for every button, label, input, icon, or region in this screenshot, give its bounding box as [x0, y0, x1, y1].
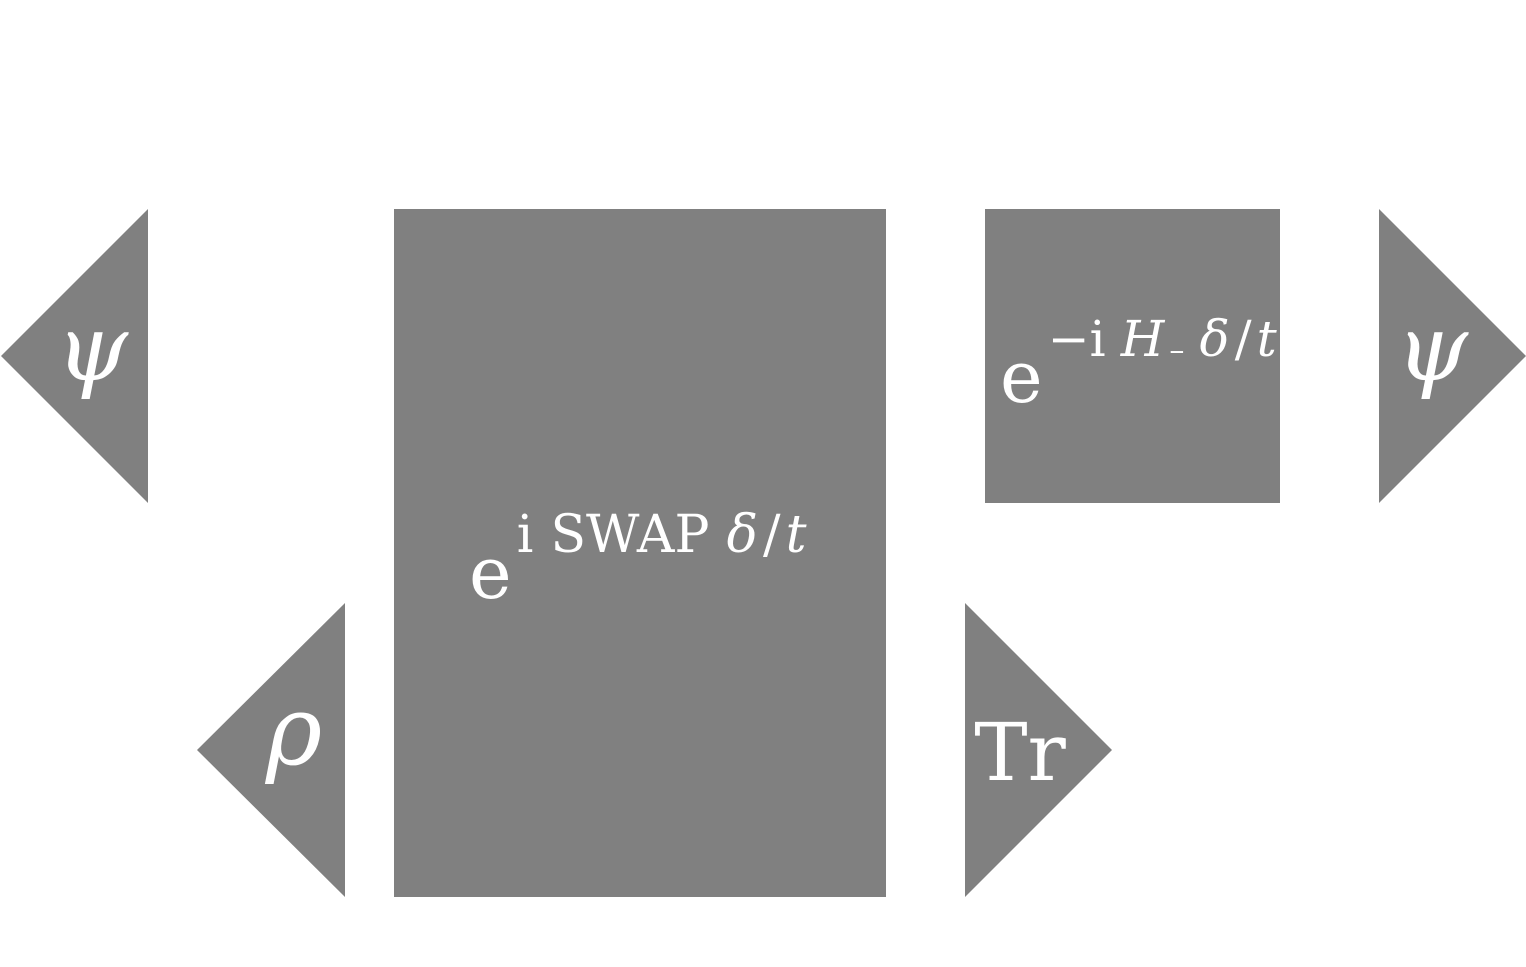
rho-label: ρ [265, 675, 322, 787]
swap-gate-exp-delta: δ [727, 505, 758, 565]
rho-triangle [197, 603, 345, 897]
trace-label: Tr [974, 706, 1066, 799]
trace-triangle [965, 603, 1112, 897]
swap-gate-exp-slash: / [763, 505, 781, 565]
h-gate-exp-delta: δ [1199, 310, 1229, 368]
h-gate-exp-slash: / [1235, 310, 1252, 368]
swap-gate: e i SWAP δ / t [394, 209, 886, 897]
swap-gate-exp-prefix: i [517, 505, 534, 565]
swap-gate-exp-t: t [786, 505, 807, 565]
psi-right-node: ψ [1379, 209, 1526, 503]
h-gate-label: e −i H – δ / t [1000, 310, 1278, 419]
psi-left-label: ψ [56, 295, 129, 402]
h-gate: e −i H – δ / t [985, 209, 1280, 503]
rho-node: ρ [197, 603, 345, 897]
swap-gate-box [394, 209, 886, 897]
psi-left-triangle [1, 209, 148, 503]
h-gate-exp-sub: – [1169, 333, 1184, 368]
h-gate-base: e [1000, 335, 1043, 419]
psi-right-triangle [1379, 209, 1526, 503]
swap-gate-base: e [469, 531, 512, 615]
h-gate-exp-t: t [1257, 310, 1278, 368]
psi-left-node: ψ [1, 209, 148, 503]
h-gate-exp-operator: H [1120, 310, 1166, 368]
h-gate-box [985, 209, 1280, 503]
h-gate-exp-prefix: −i [1048, 310, 1106, 368]
trace-node: Tr [965, 603, 1112, 897]
swap-gate-label: e i SWAP δ / t [469, 505, 807, 615]
psi-right-label: ψ [1396, 295, 1469, 402]
swap-gate-exp-operator: SWAP [550, 505, 709, 565]
